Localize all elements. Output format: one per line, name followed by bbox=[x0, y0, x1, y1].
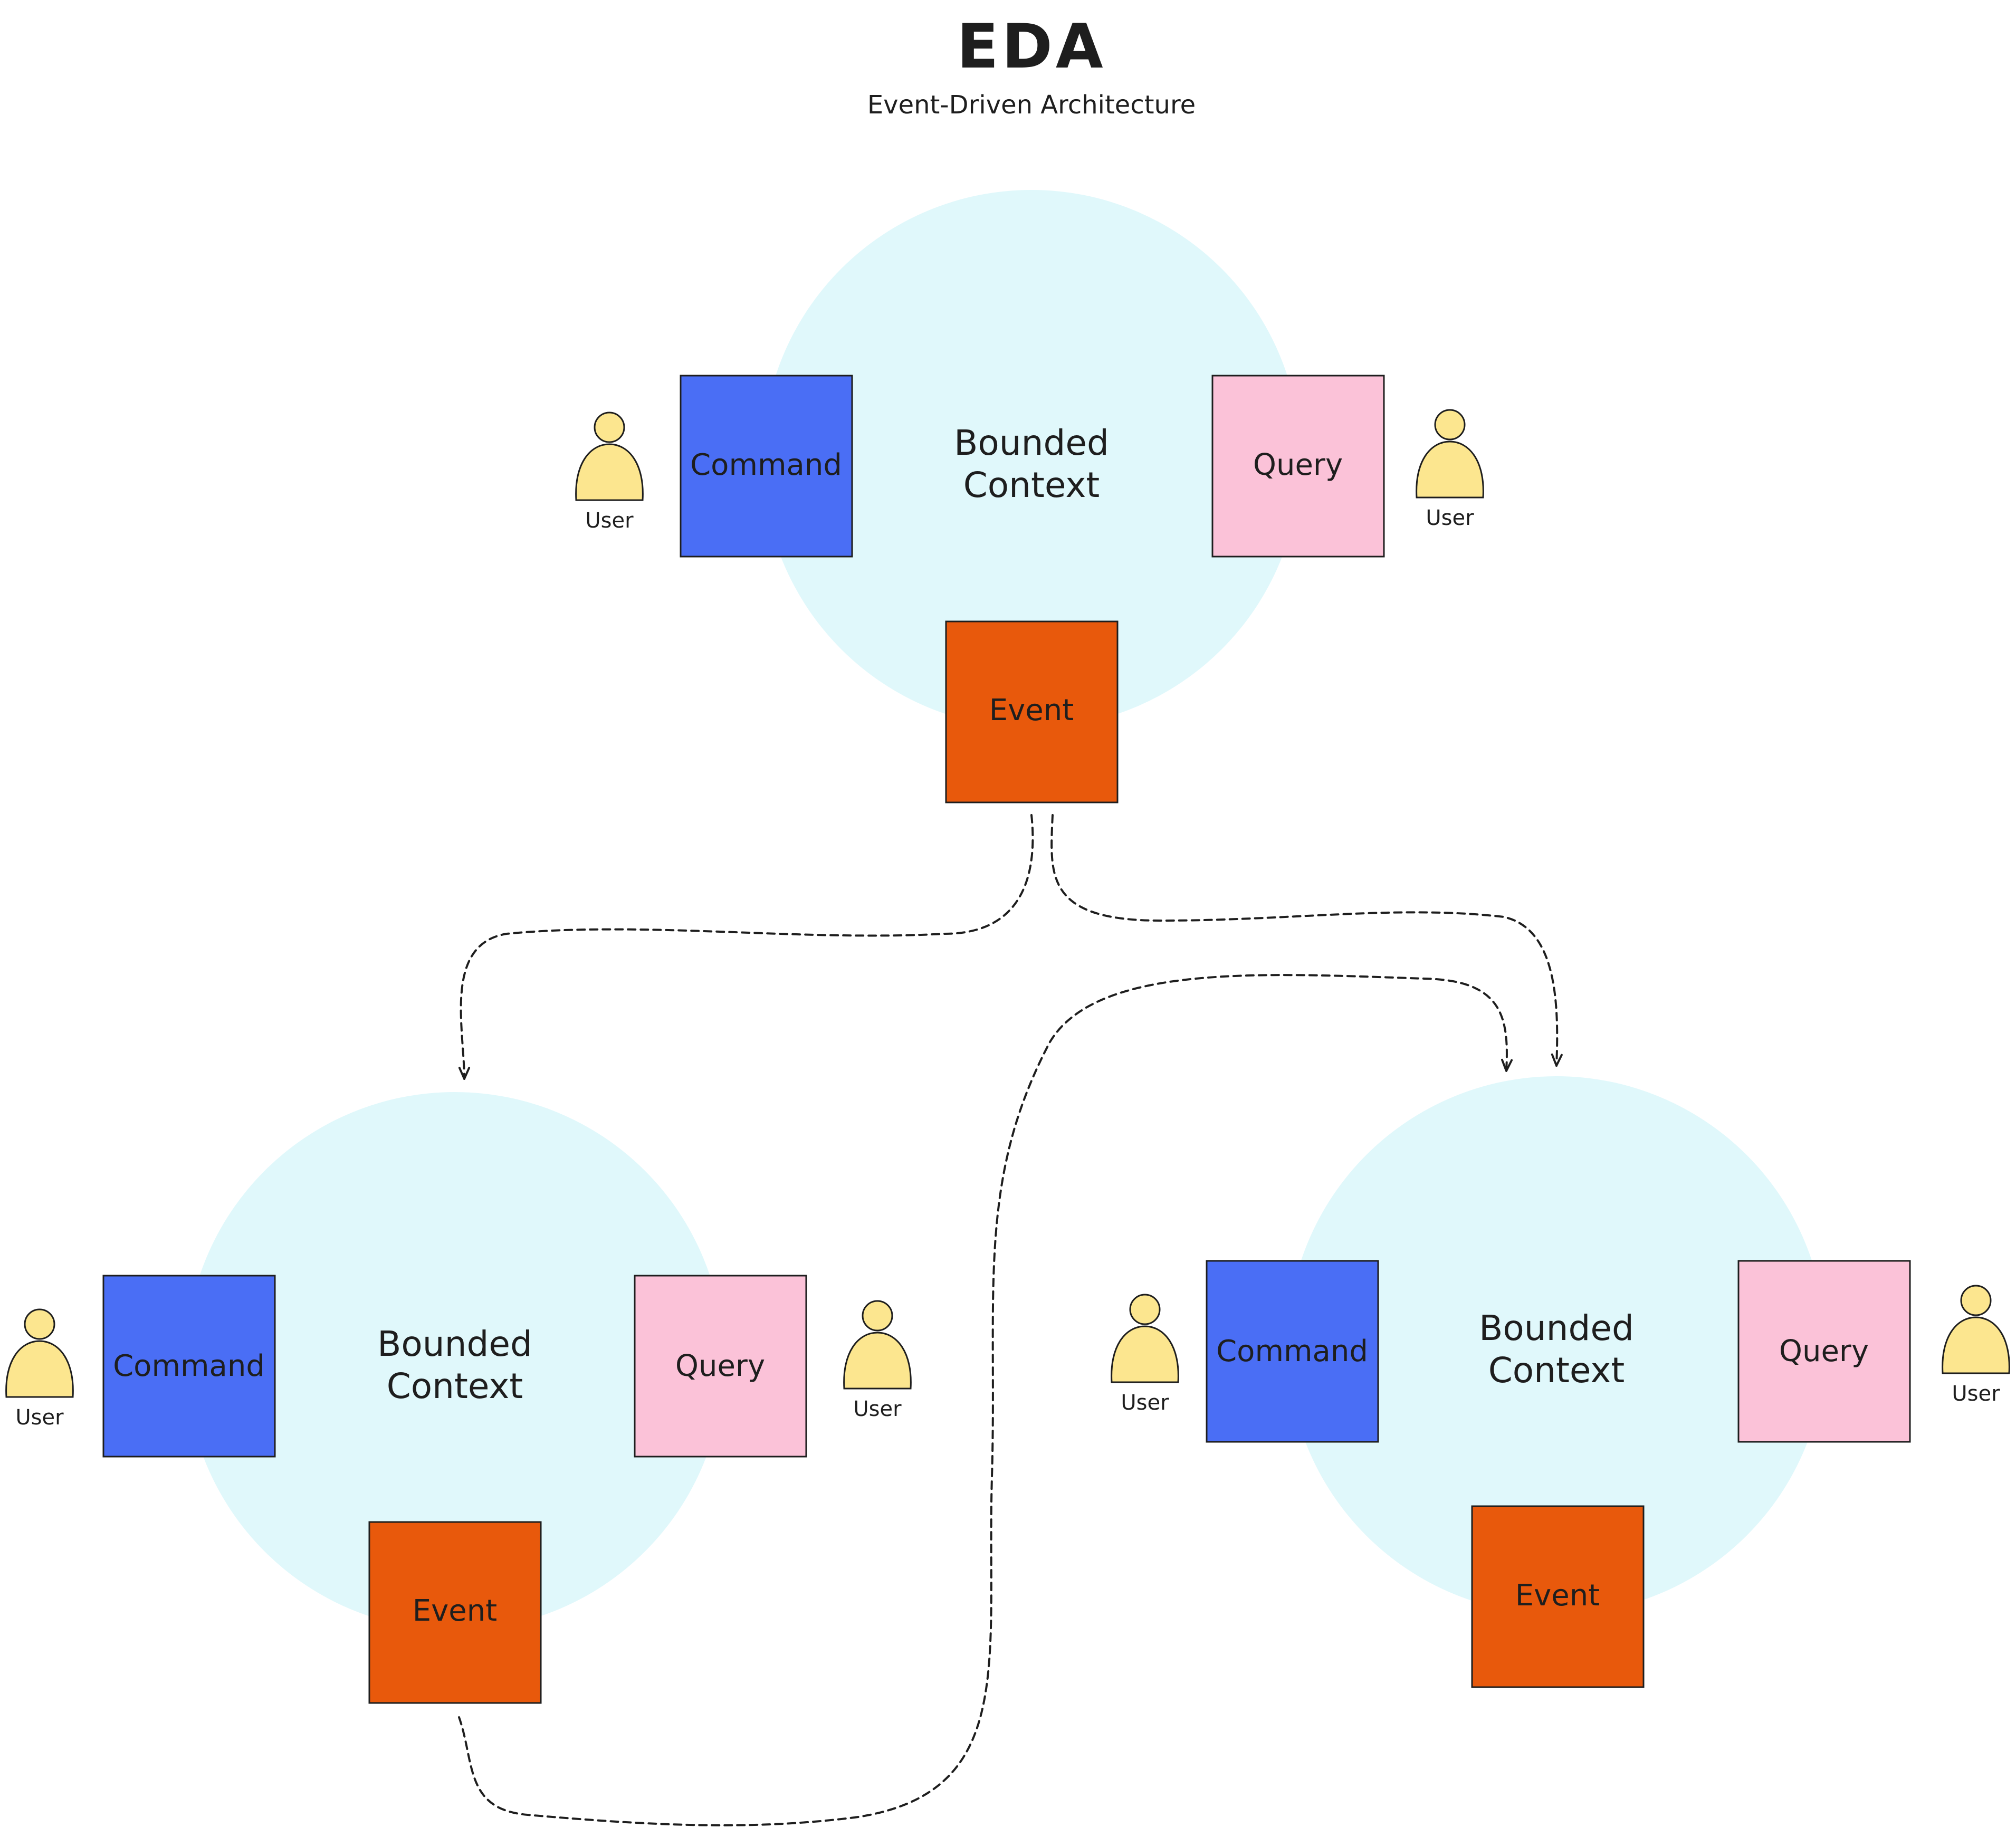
context-1-label-line1: Bounded bbox=[954, 423, 1109, 463]
context-3-right-user-icon bbox=[1942, 1285, 2010, 1374]
context-3-left-user-label: User bbox=[1121, 1391, 1169, 1415]
context-3-circle bbox=[1287, 1076, 1826, 1614]
context-2-label-line2: Context bbox=[387, 1366, 523, 1406]
context-3-label-line1: Bounded bbox=[1479, 1308, 1634, 1348]
diagram-title: EDA bbox=[957, 11, 1106, 82]
context-3-event-box[interactable] bbox=[1471, 1505, 1645, 1688]
context-2-command-box[interactable] bbox=[102, 1275, 276, 1458]
bounded-context-3: Bounded Context Command Query Event User… bbox=[1111, 1076, 2010, 1688]
context-2-query-box[interactable] bbox=[634, 1275, 807, 1458]
context-3-query-box[interactable] bbox=[1737, 1260, 1911, 1443]
context-1-query-label: Query bbox=[1253, 448, 1343, 482]
context-1-event-label: Event bbox=[989, 693, 1074, 728]
context-3-left-user-icon bbox=[1111, 1294, 1179, 1383]
context-3-command-box[interactable] bbox=[1206, 1260, 1379, 1443]
context-3-command-label: Command bbox=[1216, 1334, 1368, 1368]
bounded-context-1: Bounded Context Command Query Event User… bbox=[575, 190, 1484, 803]
diagram-subtitle: Event-Driven Architecture bbox=[867, 90, 1196, 120]
flow-context-2-to-context-3 bbox=[458, 974, 1513, 1826]
context-2-command-label: Command bbox=[113, 1349, 265, 1383]
context-1-event-box[interactable] bbox=[945, 620, 1119, 803]
context-1-right-user-icon bbox=[1416, 409, 1484, 499]
context-1-right-user-label: User bbox=[1426, 506, 1474, 530]
context-1-left-user-icon bbox=[575, 411, 644, 501]
context-1-command-label: Command bbox=[690, 448, 842, 482]
flow-context-1-to-context-3 bbox=[1050, 814, 1563, 1067]
context-2-event-box[interactable] bbox=[368, 1521, 542, 1704]
bounded-context-2: Bounded Context Command Query Event User… bbox=[5, 1092, 912, 1704]
context-3-event-label: Event bbox=[1515, 1578, 1600, 1613]
context-2-query-label: Query bbox=[675, 1349, 765, 1383]
context-2-label-line1: Bounded bbox=[377, 1324, 532, 1364]
context-3-right-user-label: User bbox=[1952, 1382, 2000, 1406]
context-2-circle bbox=[186, 1092, 724, 1630]
context-2-left-user-label: User bbox=[15, 1405, 64, 1430]
context-3-query-label: Query bbox=[1779, 1334, 1869, 1368]
context-1-left-user-label: User bbox=[585, 509, 634, 533]
context-2-right-user-label: User bbox=[853, 1397, 902, 1421]
context-1-query-box[interactable] bbox=[1211, 375, 1385, 558]
context-1-label-line2: Context bbox=[963, 465, 1100, 505]
context-2-right-user-icon bbox=[843, 1300, 912, 1390]
context-2-left-user-icon bbox=[5, 1308, 74, 1398]
event-flows bbox=[458, 814, 1563, 1826]
flow-context-1-to-context-2 bbox=[458, 814, 1034, 1080]
context-1-command-box[interactable] bbox=[680, 375, 853, 558]
context-3-label-line2: Context bbox=[1488, 1350, 1625, 1391]
context-2-event-label: Event bbox=[413, 1594, 497, 1628]
context-1-circle bbox=[762, 190, 1301, 728]
